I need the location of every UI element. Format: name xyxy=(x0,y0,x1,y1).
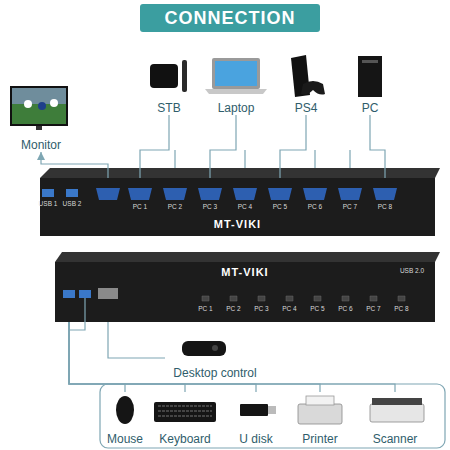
laptop-base xyxy=(205,89,267,94)
keyboard-icon xyxy=(154,402,216,422)
laptop-lid xyxy=(212,58,260,89)
usb-port xyxy=(63,290,75,298)
title-text: CONNECTION xyxy=(140,4,320,32)
usb-port xyxy=(66,189,78,197)
device-node: Mouse xyxy=(103,392,147,446)
port-label: USB 2.0 xyxy=(400,267,424,275)
device-node: Keyboard xyxy=(150,392,220,446)
screen-player xyxy=(50,99,58,107)
device-label: Printer xyxy=(302,432,337,446)
port-label: PC 5 xyxy=(310,305,324,313)
cable-line xyxy=(370,115,385,178)
port-label: PC 6 xyxy=(338,305,352,313)
printer-paper xyxy=(306,396,334,405)
device-node: U disk xyxy=(228,392,284,446)
monitor-screen xyxy=(12,88,66,104)
monitor-frame xyxy=(10,86,68,126)
device-node: Monitor xyxy=(8,84,74,152)
screen-player xyxy=(24,100,32,108)
monitor-stand xyxy=(36,126,42,130)
select-button xyxy=(202,296,405,301)
kvm-top-face xyxy=(55,252,440,262)
device-node: PC xyxy=(350,55,390,115)
cable-line xyxy=(140,115,169,178)
cable-line xyxy=(210,115,236,178)
device-node: Laptop xyxy=(200,55,272,115)
title-banner xyxy=(140,4,320,32)
scanner-lid xyxy=(372,398,422,405)
vga-port xyxy=(96,188,120,200)
port-label: PC 4 xyxy=(282,305,296,313)
u-disk-plug xyxy=(268,406,276,414)
cable-line xyxy=(69,322,320,392)
scanner-icon xyxy=(370,404,424,422)
usb-port xyxy=(42,189,54,197)
keyboard-keys xyxy=(158,406,212,416)
port-label: PC 4 xyxy=(238,203,252,211)
kvm-top-face xyxy=(40,168,440,178)
device-label: Monitor xyxy=(21,138,61,152)
laptop-screen xyxy=(215,61,257,86)
u-disk-icon xyxy=(240,404,268,416)
port-label: PC 1 xyxy=(133,203,147,211)
mouse-icon xyxy=(116,396,134,424)
device-node: PS4 xyxy=(284,55,328,115)
usb-port xyxy=(79,290,91,298)
control-port xyxy=(98,288,118,299)
device-label: Scanner xyxy=(373,432,418,446)
ps4-controller xyxy=(301,81,325,95)
device-label: PS4 xyxy=(295,101,318,115)
puck-button xyxy=(212,345,218,351)
kvm-switch: MT-VIKI xyxy=(55,262,435,322)
cable-line xyxy=(69,322,125,392)
brand-text: MT-VIKI xyxy=(214,218,261,231)
device-label: Keyboard xyxy=(159,432,210,446)
cable-line xyxy=(69,322,256,392)
device-node: STB xyxy=(145,55,193,115)
pc-drive xyxy=(362,60,378,63)
port-label: PC 6 xyxy=(308,203,322,211)
kvm-switch: MT-VIKI xyxy=(40,178,435,236)
port-label: PC 7 xyxy=(366,305,380,313)
printer-icon xyxy=(298,404,342,424)
stb-icon xyxy=(150,64,178,88)
device-label: Mouse xyxy=(107,432,143,446)
control-puck xyxy=(182,341,226,356)
usb-wire xyxy=(69,298,85,330)
brand-text: MT-VIKI xyxy=(221,266,268,279)
port-label: PC 2 xyxy=(226,305,240,313)
port-label: PC 8 xyxy=(378,203,392,211)
device-label: STB xyxy=(157,101,180,115)
remote-icon xyxy=(182,60,187,92)
port-label: PC 2 xyxy=(168,203,182,211)
port-label: PC 3 xyxy=(254,305,268,313)
device-node: Scanner xyxy=(362,392,428,446)
cable-line xyxy=(69,322,395,392)
kvm-back-panel xyxy=(40,178,435,236)
kvm-front-panel xyxy=(55,262,435,322)
port-label: USB 1 xyxy=(39,200,58,208)
port-label: PC 7 xyxy=(343,203,357,211)
cable-line xyxy=(280,115,306,178)
pc-tower xyxy=(358,56,382,97)
screen-player xyxy=(38,102,46,110)
vga-port xyxy=(128,188,397,200)
cable-line xyxy=(108,322,165,358)
port-label: PC 3 xyxy=(203,203,217,211)
peripheral-group xyxy=(100,384,445,448)
port-label: USB 2 xyxy=(63,200,82,208)
port-label: PC 5 xyxy=(273,203,287,211)
port-label: PC 1 xyxy=(198,305,212,313)
device-label: PC xyxy=(362,101,379,115)
device-label: Desktop control xyxy=(173,366,256,380)
device-label: U disk xyxy=(239,432,272,446)
cable-line xyxy=(69,322,185,392)
device-label: Laptop xyxy=(218,101,255,115)
device-node: Printer xyxy=(290,392,350,446)
port-label: PC 8 xyxy=(394,305,408,313)
device-node: Desktop control xyxy=(165,336,265,380)
cable-line xyxy=(41,152,108,178)
